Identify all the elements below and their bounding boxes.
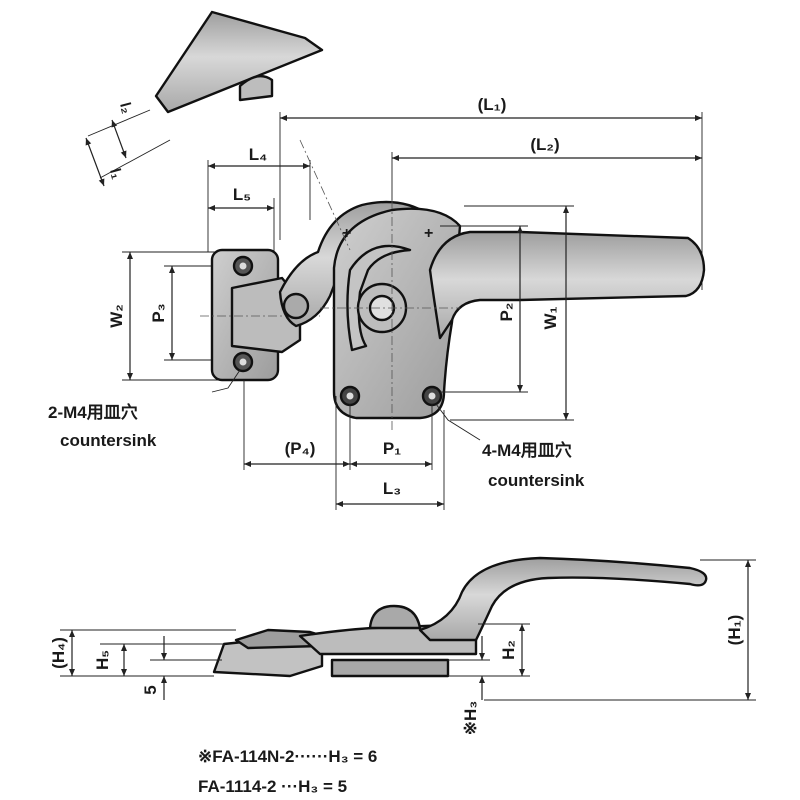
- label-5: 5: [141, 685, 160, 694]
- lever-cam: [346, 244, 412, 352]
- label-H3: ※H₃: [461, 701, 480, 735]
- label-P3: P₃: [149, 303, 168, 322]
- detail-hook: [238, 74, 274, 102]
- side-foot: [330, 658, 450, 678]
- footnote-fa-114n-2: ※FA-114N-2······H₃ = 6: [198, 747, 377, 766]
- label-L3: L₃: [383, 479, 401, 498]
- dim-L4: L₄: [207, 145, 311, 252]
- label-H1: (H₁): [725, 615, 744, 646]
- dim-H2: H₂: [478, 623, 530, 677]
- note-left-line1: 2-M4用皿穴: [48, 402, 138, 422]
- label-P2: P₂: [497, 303, 516, 322]
- label-H4: (H₄): [49, 637, 68, 669]
- label-W1: W₁: [541, 306, 560, 329]
- dim-L5: L₅: [208, 185, 275, 252]
- note-left-line2: countersink: [60, 431, 157, 450]
- dim-W2: W₂: [107, 251, 226, 381]
- main-latch: + +: [299, 139, 706, 430]
- label-l1: l₁: [106, 167, 125, 181]
- dim-W1: W₁: [450, 205, 574, 421]
- label-P4: (P₄): [285, 439, 316, 458]
- label-L1: (L₁): [478, 95, 507, 114]
- label-W2: W₂: [107, 304, 126, 328]
- dim-P4: (P₄): [243, 380, 350, 510]
- dim-P1: P₁: [349, 404, 433, 470]
- side-lever: [418, 556, 708, 642]
- hook-pivot: [282, 292, 310, 320]
- note-right-holes: 4-M4用皿穴 countersink: [435, 403, 585, 490]
- dim-line-l2: [111, 119, 127, 159]
- dim-H5: H₅: [93, 643, 224, 676]
- dim-H4: (H₄): [49, 629, 236, 677]
- side-pivot-dome: [368, 604, 422, 630]
- note-left-holes: 2-M4用皿穴 countersink: [48, 369, 241, 450]
- label-H2: H₂: [499, 640, 518, 660]
- footnote-fa-1114-2: FA-1114-2 ···H₃ = 5: [198, 777, 347, 796]
- dim-P2: P₂: [440, 225, 528, 393]
- detail-inset: l₂ l₁: [85, 10, 324, 187]
- label-H5: H₅: [93, 650, 112, 670]
- label-L5: L₅: [233, 185, 251, 204]
- label-P1: P₁: [383, 439, 401, 458]
- label-L4: L₄: [249, 145, 268, 164]
- dim-P3: P₃: [149, 265, 240, 361]
- label-l2: l₂: [116, 101, 135, 116]
- dim-H3: ※H₃: [448, 636, 490, 735]
- label-L2: (L₂): [530, 135, 559, 154]
- note-right-line2: countersink: [488, 471, 585, 490]
- dim-H1: (H₁): [484, 559, 756, 701]
- detail-ext-2: [99, 139, 171, 179]
- lever-handle: [428, 230, 706, 340]
- hole-mark-upper-right: +: [424, 225, 433, 242]
- dim-L3: L₃: [336, 410, 445, 510]
- hole-mark-upper-left: +: [342, 225, 351, 242]
- side-view: [212, 556, 708, 678]
- dim-line-l1: [85, 137, 105, 187]
- note-right-line1: 4-M4用皿穴: [482, 440, 572, 460]
- dim-5: 5: [141, 636, 222, 700]
